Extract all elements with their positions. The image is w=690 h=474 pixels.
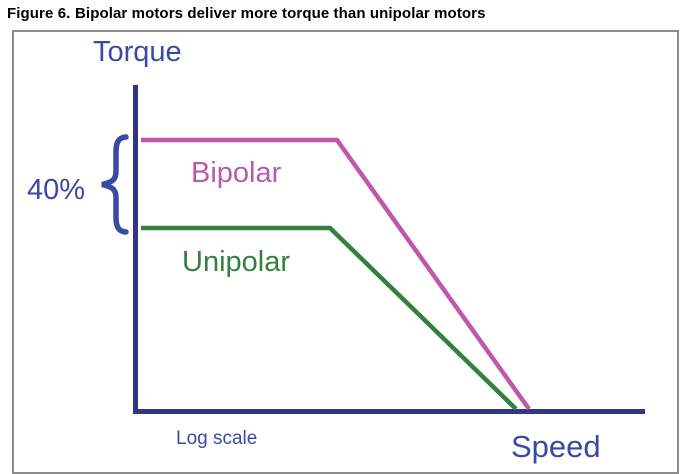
delta-40pct-label: 40%	[27, 174, 86, 206]
figure-caption: Figure 6. Bipolar motors deliver more to…	[7, 5, 486, 22]
y-axis-label: Torque	[93, 36, 182, 68]
series-label-bipolar: Bipolar	[191, 157, 282, 189]
figure-title: Bipolar motors deliver more torque than …	[75, 5, 486, 22]
figure-frame	[12, 30, 679, 474]
x-scale-note: Log scale	[176, 428, 258, 449]
series-label-unipolar: Unipolar	[182, 246, 290, 278]
figure-number: Figure 6.	[7, 5, 71, 22]
x-axis-label: Speed	[511, 429, 601, 464]
